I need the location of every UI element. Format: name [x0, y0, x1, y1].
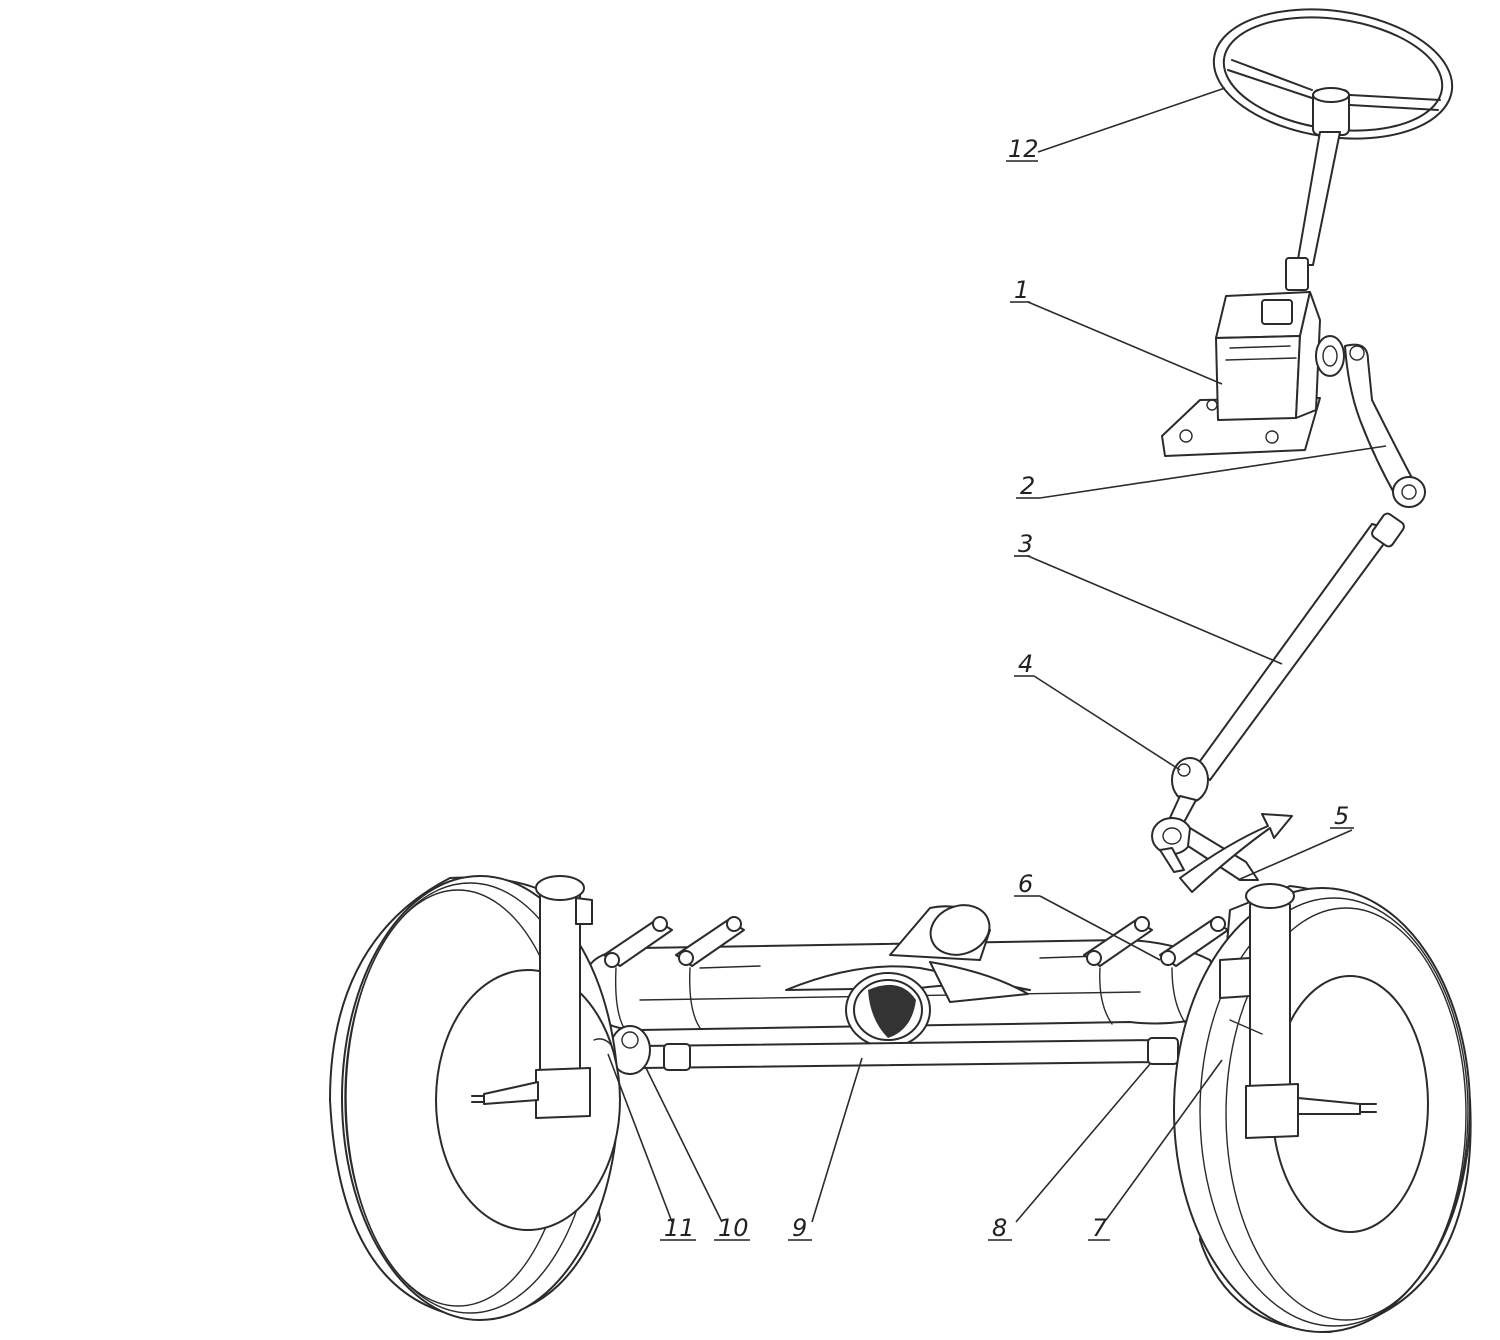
axle-clamp-right-1: [1083, 916, 1153, 1025]
svg-text:11: 11: [664, 1214, 695, 1242]
drag-link: [1194, 512, 1405, 781]
svg-text:10: 10: [718, 1214, 749, 1242]
callout-label-5: 5: [1330, 802, 1354, 830]
axle-pivot-tube: [785, 904, 1031, 1048]
callout-label-10: 10: [714, 1214, 750, 1242]
ball-joint: [1167, 757, 1209, 827]
callout-label-7: 7: [1088, 1214, 1110, 1242]
steering-column: [1285, 131, 1341, 291]
svg-text:8: 8: [992, 1214, 1007, 1242]
steering-gearbox: [1161, 291, 1345, 457]
steering-wheel: [1212, 8, 1454, 140]
turn-direction-arrow: [1179, 813, 1293, 893]
callout-label-8: 8: [988, 1214, 1012, 1242]
callout-label-12: 12: [1006, 135, 1039, 163]
svg-text:6: 6: [1018, 870, 1033, 898]
right-steering-knuckle: [1219, 883, 1377, 1139]
callout-label-1: 1: [1010, 276, 1030, 304]
left-steering-knuckle: [471, 875, 613, 1119]
callout-label-3: 3: [1014, 530, 1033, 558]
axle-clamp-left-2: [675, 916, 745, 1029]
svg-text:7: 7: [1092, 1214, 1108, 1242]
callout-label-2: 2: [1016, 472, 1040, 500]
callout-label-9: 9: [788, 1214, 812, 1242]
callout-label-11: 11: [660, 1214, 696, 1242]
svg-text:12: 12: [1008, 135, 1039, 163]
svg-text:1: 1: [1014, 276, 1029, 304]
axle-clamp-right-2: [1159, 916, 1229, 1025]
tie-rod: [639, 1037, 1179, 1071]
svg-text:9: 9: [792, 1214, 807, 1242]
svg-text:2: 2: [1020, 472, 1035, 500]
axle-clamp-left-1: [603, 916, 673, 1029]
callout-label-4: 4: [1014, 650, 1034, 678]
svg-text:3: 3: [1018, 530, 1033, 558]
callout-label-6: 6: [1014, 870, 1040, 898]
leader-lines: [607, 87, 1387, 1223]
svg-text:4: 4: [1018, 650, 1033, 678]
pitman-arm: [1344, 343, 1426, 508]
svg-text:5: 5: [1334, 802, 1349, 830]
